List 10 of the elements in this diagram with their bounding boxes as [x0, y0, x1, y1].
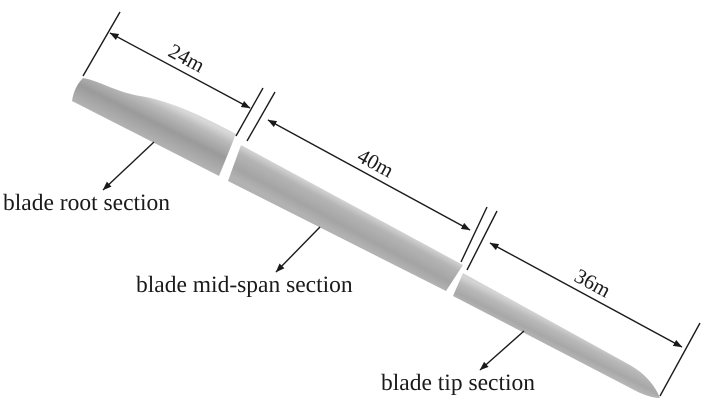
dimension-label: 36m [571, 264, 614, 302]
section-label: blade tip section [381, 370, 536, 396]
leader-arrow [480, 330, 524, 371]
section-label: blade root section [3, 190, 170, 216]
dimension-label: 40m [354, 144, 398, 182]
dimension-label: 24m [165, 40, 208, 77]
leader-arrow [102, 141, 154, 191]
section-label: blade mid-span section [136, 272, 353, 298]
blade-root-segment [72, 78, 236, 176]
leader-arrow [276, 226, 320, 272]
